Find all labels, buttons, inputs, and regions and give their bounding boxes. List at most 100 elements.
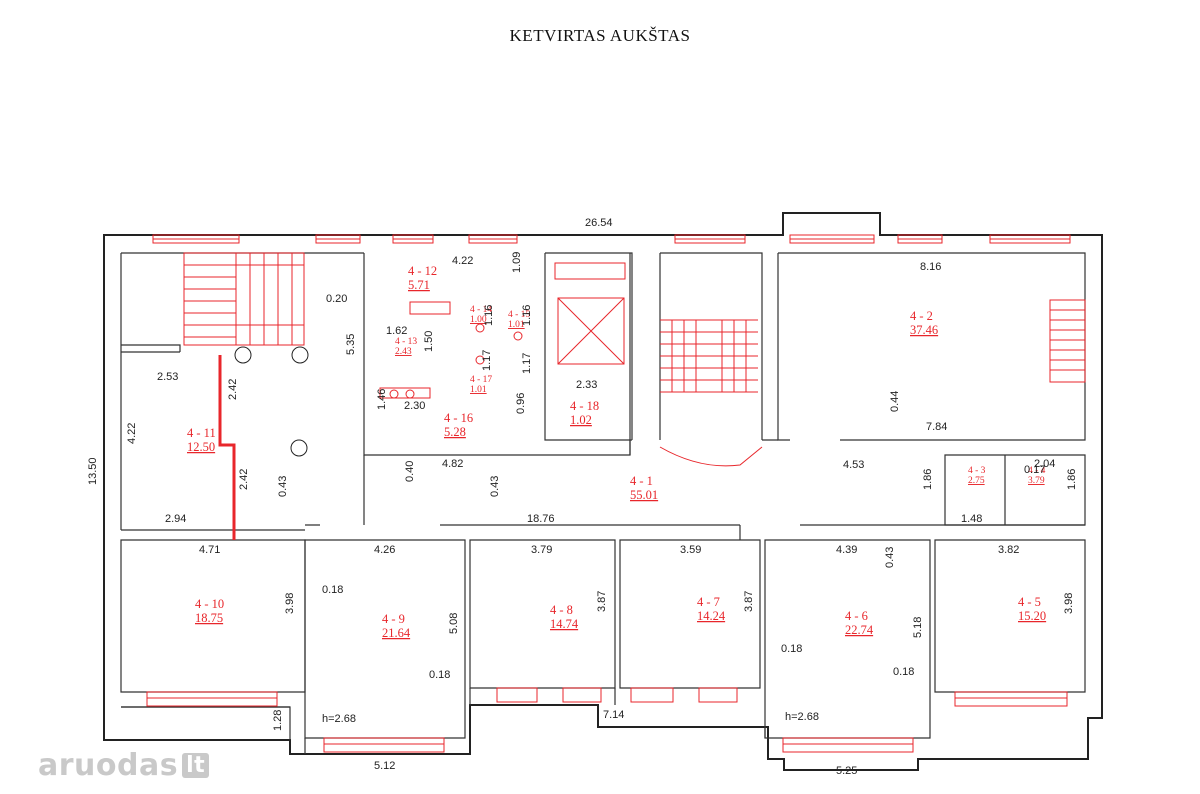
dimension-label: 0.17 <box>1024 464 1045 476</box>
staircase-left <box>183 252 305 540</box>
room-id-label: 4 - 13 <box>395 337 417 347</box>
room-id-label: 4 - 11 <box>187 426 216 440</box>
dimension-label: 18.76 <box>527 513 555 525</box>
dimension-label: 0.18 <box>322 584 343 596</box>
dimension-label: 1.16 <box>483 305 495 326</box>
dimension-label: 4.22 <box>126 423 138 444</box>
room-area-label: 55.01 <box>630 488 658 502</box>
staircase-right <box>1049 299 1086 383</box>
dimension-label: 0.18 <box>893 666 914 678</box>
dimension-label: 1.86 <box>1066 469 1078 490</box>
watermark-brand: aruodas <box>38 748 179 783</box>
room-id-label: 4 - 15 <box>508 310 530 320</box>
room-id-label: 4 - 1 <box>630 474 653 488</box>
room-id-label: 4 - 7 <box>697 595 720 609</box>
dimension-label: 7.84 <box>926 421 947 433</box>
dimension-label: 5.18 <box>912 617 924 638</box>
room-area-label: 1.01 <box>470 385 487 395</box>
room-id-label: 4 - 2 <box>910 309 933 323</box>
watermark-tld: lt <box>182 753 210 778</box>
room-id-label: 4 - 4 <box>1028 466 1046 476</box>
room-id-label: 4 - 5 <box>1018 595 1041 609</box>
dimension-label: 1.17 <box>521 353 533 374</box>
dimension-label: h=2.68 <box>785 711 819 723</box>
room-id-label: 4 - 17 <box>470 375 492 385</box>
dimension-label: 0.40 <box>404 461 416 482</box>
dimension-label: 1.62 <box>386 325 407 337</box>
room-area-label: 5.28 <box>444 425 466 439</box>
room-id-label: 4 - 6 <box>845 609 868 623</box>
dimension-label: 5.25 <box>836 765 857 777</box>
dimension-label: 5.12 <box>374 760 395 772</box>
dimension-label: 26.54 <box>585 217 613 229</box>
dimension-label: 1.09 <box>511 252 523 273</box>
dimension-label: 2.30 <box>404 400 425 412</box>
windows <box>146 234 1071 753</box>
room-id-label: 4 - 14 <box>470 305 492 315</box>
dimension-label: 0.18 <box>781 643 802 655</box>
dimension-label: 0.18 <box>429 669 450 681</box>
room-area-label: 14.74 <box>550 617 579 631</box>
dimension-label: 3.98 <box>1063 593 1075 614</box>
dimension-label: 0.43 <box>489 476 501 497</box>
dimension-label: 0.43 <box>277 476 289 497</box>
room-area-label: 37.46 <box>910 323 938 337</box>
room-id-label: 4 - 10 <box>195 597 224 611</box>
room-area-label: 15.20 <box>1018 609 1046 623</box>
dimension-label: 3.82 <box>998 544 1019 556</box>
dimension-label: 3.87 <box>743 591 755 612</box>
dimension-label: 1.17 <box>481 350 493 371</box>
room-area-label: 12.50 <box>187 440 215 454</box>
dimension-label: h=2.68 <box>322 713 356 725</box>
dimension-label: 0.44 <box>889 391 901 412</box>
room-area-label: 1.00 <box>470 315 487 325</box>
dimension-label: 2.42 <box>238 469 250 490</box>
dimension-label: 4.71 <box>199 544 220 556</box>
dimension-label: 4.22 <box>452 255 473 267</box>
dimension-label: 1.48 <box>961 513 982 525</box>
dimension-label: 4.53 <box>843 459 864 471</box>
dimension-label: 3.59 <box>680 544 701 556</box>
dimension-label: 8.16 <box>920 261 941 273</box>
outer-walls <box>103 212 1103 771</box>
dimension-label: 2.94 <box>165 513 186 525</box>
dimension-label: 3.79 <box>531 544 552 556</box>
staircase-middle <box>659 319 763 467</box>
room-area-label: 14.24 <box>697 609 726 623</box>
dimension-label: 2.42 <box>227 379 239 400</box>
room-id-label: 4 - 9 <box>382 612 405 626</box>
room-area-label: 18.75 <box>195 611 223 625</box>
sanitary-block <box>234 301 523 457</box>
dimension-label: 4.82 <box>442 458 463 470</box>
dimension-label: 2.04 <box>1034 458 1055 470</box>
dimension-label: 0.20 <box>326 293 347 305</box>
room-id-label: 4 - 16 <box>444 411 473 425</box>
dimension-label: 4.39 <box>836 544 857 556</box>
room-id-label: 4 - 18 <box>570 399 599 413</box>
elevator <box>554 262 626 365</box>
room-area-label: 2.43 <box>395 347 412 357</box>
room-area-label: 22.74 <box>845 623 874 637</box>
room-area-label: 1.02 <box>570 413 592 427</box>
dimension-label: 2.53 <box>157 371 178 383</box>
page-title: KETVIRTAS AUKŠTAS <box>509 26 691 45</box>
room-id-label: 4 - 8 <box>550 603 573 617</box>
room-id-label: 4 - 12 <box>408 264 437 278</box>
dimension-label: 7.14 <box>603 709 624 721</box>
dimension-label: 4.26 <box>374 544 395 556</box>
dimension-label: 1.46 <box>376 389 388 410</box>
dimension-label: 0.43 <box>884 547 896 568</box>
dimension-label: 1.50 <box>423 331 435 352</box>
dimension-label: 1.28 <box>272 710 284 731</box>
dimension-label: 0.96 <box>515 393 527 414</box>
dimension-label: 3.98 <box>284 593 296 614</box>
room-id-label: 4 - 3 <box>968 466 986 476</box>
room-area-label: 3.79 <box>1028 476 1045 486</box>
dimension-label: 5.08 <box>448 613 460 634</box>
dimension-label: 3.87 <box>596 591 608 612</box>
room-area-label: 2.75 <box>968 476 985 486</box>
room-area-label: 1.01 <box>508 320 525 330</box>
